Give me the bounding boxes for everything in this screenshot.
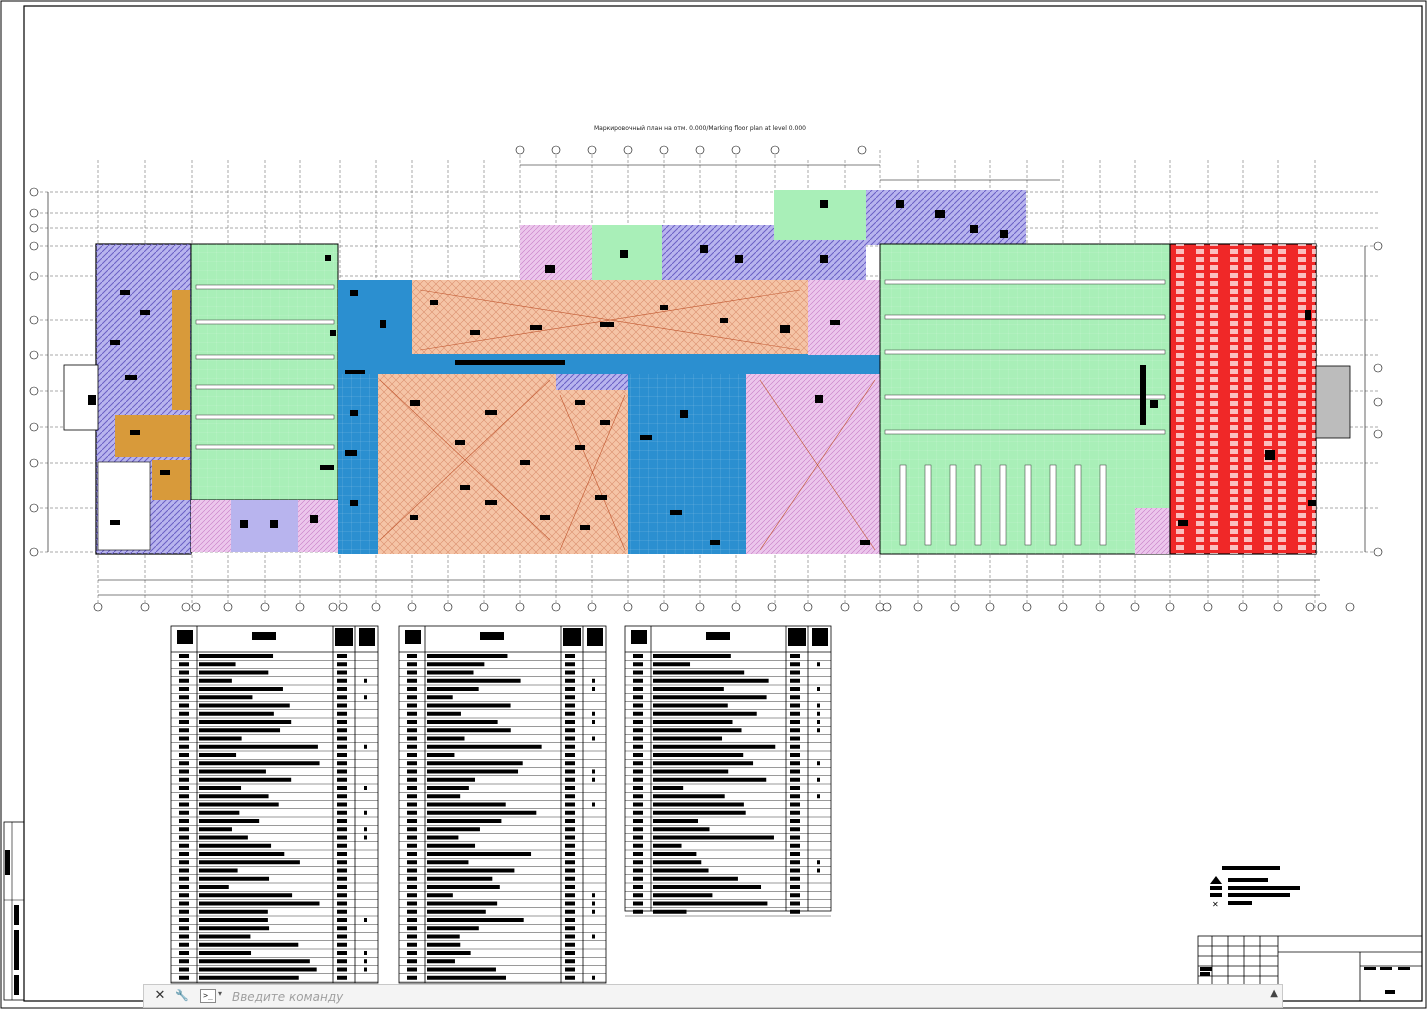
equipment-tags — [88, 200, 1316, 545]
zone-gray-annex[interactable] — [1315, 365, 1351, 439]
command-line[interactable]: ✕ 🔧 >_ ▾ ▲ — [143, 984, 1283, 1008]
zone-top-green-2[interactable] — [774, 190, 866, 240]
zones[interactable] — [63, 190, 1351, 555]
zone-orange-2[interactable] — [152, 460, 190, 500]
zone-corridor-left[interactable] — [338, 280, 412, 354]
zone-corridor-main[interactable] — [338, 354, 880, 374]
axis-bubbles — [29, 145, 1383, 612]
zone-sanitary[interactable] — [97, 461, 151, 551]
chevron-down-icon[interactable]: ▾ — [218, 989, 223, 998]
command-prompt-icon[interactable]: >_ — [200, 989, 216, 1003]
close-icon[interactable]: ✕ — [154, 988, 166, 1003]
svg-text:✕: ✕ — [1212, 900, 1219, 909]
dimension-lines — [47, 164, 1366, 596]
legend-tables — [170, 625, 832, 984]
rack-rows — [195, 279, 1166, 546]
left-stamp — [3, 821, 25, 1001]
plan-title: Маркировочный план на отм. 0.000/Marking… — [594, 125, 806, 132]
legend-rows — [171, 628, 831, 983]
title-block-marks — [1200, 967, 1410, 994]
wrench-icon[interactable]: 🔧 — [175, 989, 189, 1002]
evacuation-routes — [379, 289, 876, 551]
zone-orange-3[interactable] — [172, 290, 190, 410]
zone-orange-1[interactable] — [115, 415, 190, 457]
expand-icon[interactable]: ▲ — [1270, 988, 1278, 999]
command-input[interactable] — [230, 987, 1264, 1007]
symbol-legend: ✕ — [1210, 866, 1300, 909]
